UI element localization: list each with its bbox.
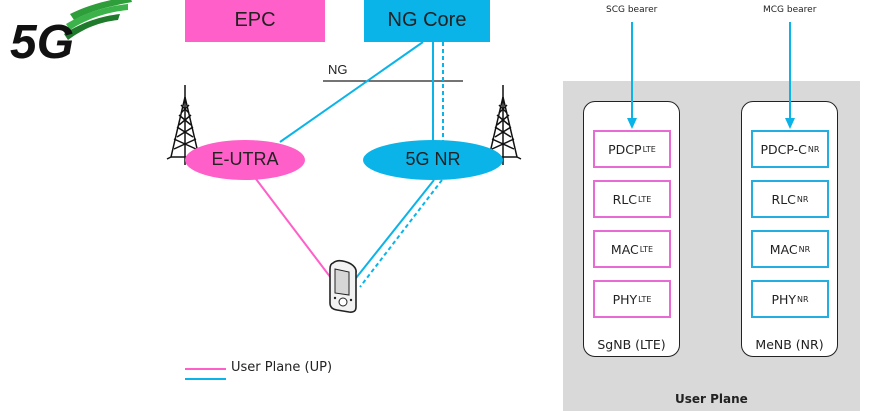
- panel-footer-label: User Plane: [675, 392, 748, 406]
- network-diagram: 5G: [10, 0, 522, 380]
- nr-label: 5G NR: [405, 149, 461, 169]
- layer-sub: NR: [798, 244, 811, 254]
- layer-name: RLC: [612, 191, 638, 207]
- layer-sub: LTE: [638, 194, 652, 204]
- layer-sub: LTE: [638, 294, 652, 304]
- nr-node: [363, 140, 503, 180]
- ng-interface-label: NG: [328, 62, 348, 77]
- eutra-ue-link: [255, 178, 332, 279]
- layer-name: MAC: [769, 241, 798, 257]
- layer-name: PDCP-C: [760, 141, 807, 157]
- sgnb-title: SgNB (LTE): [597, 337, 666, 352]
- scg-bearer-label: SCG bearer: [606, 5, 658, 15]
- eutra-label: E-UTRA: [211, 149, 279, 169]
- layer-name: PHY: [612, 291, 638, 307]
- mcg-bearer-label: MCG bearer: [763, 5, 817, 15]
- nr-ue-link-dashed: [359, 179, 443, 288]
- mobile-phone-icon: [329, 259, 357, 313]
- 5g-logo-icon: 5G: [10, 0, 132, 69]
- eutra-node: [185, 140, 305, 180]
- layer-name: PDCP: [608, 141, 642, 157]
- epc-box: EPC: [185, 0, 325, 42]
- layer-sub: LTE: [642, 144, 656, 154]
- layer-sub: NR: [796, 194, 809, 204]
- epc-label: EPC: [234, 8, 276, 31]
- ng-core-box: NG Core: [364, 0, 490, 42]
- menb-title: MeNB (NR): [755, 337, 824, 352]
- legend-user-plane-label: User Plane (UP): [231, 360, 333, 375]
- layer-sub: NR: [807, 144, 820, 154]
- layer-name: RLC: [771, 191, 796, 207]
- layer-name: MAC: [610, 241, 639, 257]
- ng-core-label: NG Core: [387, 8, 467, 31]
- ngcore-eutra-link: [279, 41, 424, 143]
- layer-sub: LTE: [639, 244, 654, 254]
- svg-text:5G: 5G: [10, 16, 74, 69]
- nr-ue-link: [355, 179, 435, 279]
- layer-sub: NR: [797, 294, 809, 304]
- layer-name: PHY: [771, 291, 797, 307]
- cell-tower-icon: [484, 85, 522, 165]
